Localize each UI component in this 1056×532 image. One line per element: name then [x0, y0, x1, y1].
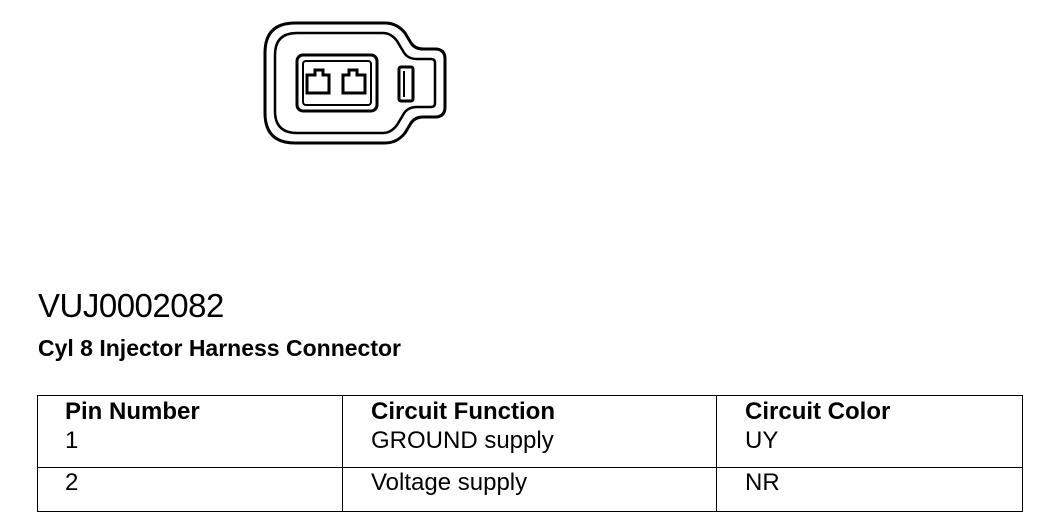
pin-number-cell: 2 [37, 466, 343, 512]
pin-1-terminal [305, 68, 331, 95]
header-circuit-color: Circuit Color [716, 395, 1023, 427]
circuit-color-cell: NR [716, 466, 1023, 512]
table-row: 2 Voltage supply NR [37, 466, 1023, 512]
pin-table: Pin Number Circuit Function Circuit Colo… [37, 395, 1023, 512]
connector-name: Cyl 8 Injector Harness Connector [38, 335, 401, 361]
locking-tab [397, 65, 415, 103]
connector-outer-housing [263, 21, 447, 145]
connector-face-diagram [263, 21, 447, 145]
header-circuit-function: Circuit Function [342, 395, 717, 427]
circuit-function-cell: GROUND supply [342, 427, 717, 468]
terminal-cavity-inner [302, 60, 372, 106]
pin-2-terminal [341, 68, 367, 95]
part-code: VUJ0002082 [38, 287, 224, 324]
table-row: 1 GROUND supply UY [37, 427, 1023, 468]
header-pin-number: Pin Number [37, 395, 343, 427]
circuit-function-cell: Voltage supply [342, 466, 717, 512]
pin-number-cell: 1 [37, 427, 343, 468]
terminal-cavity [295, 53, 379, 113]
connector-inner-housing [273, 31, 437, 135]
circuit-color-cell: UY [716, 427, 1023, 468]
pin-table-header-row: Pin Number Circuit Function Circuit Colo… [37, 395, 1023, 427]
